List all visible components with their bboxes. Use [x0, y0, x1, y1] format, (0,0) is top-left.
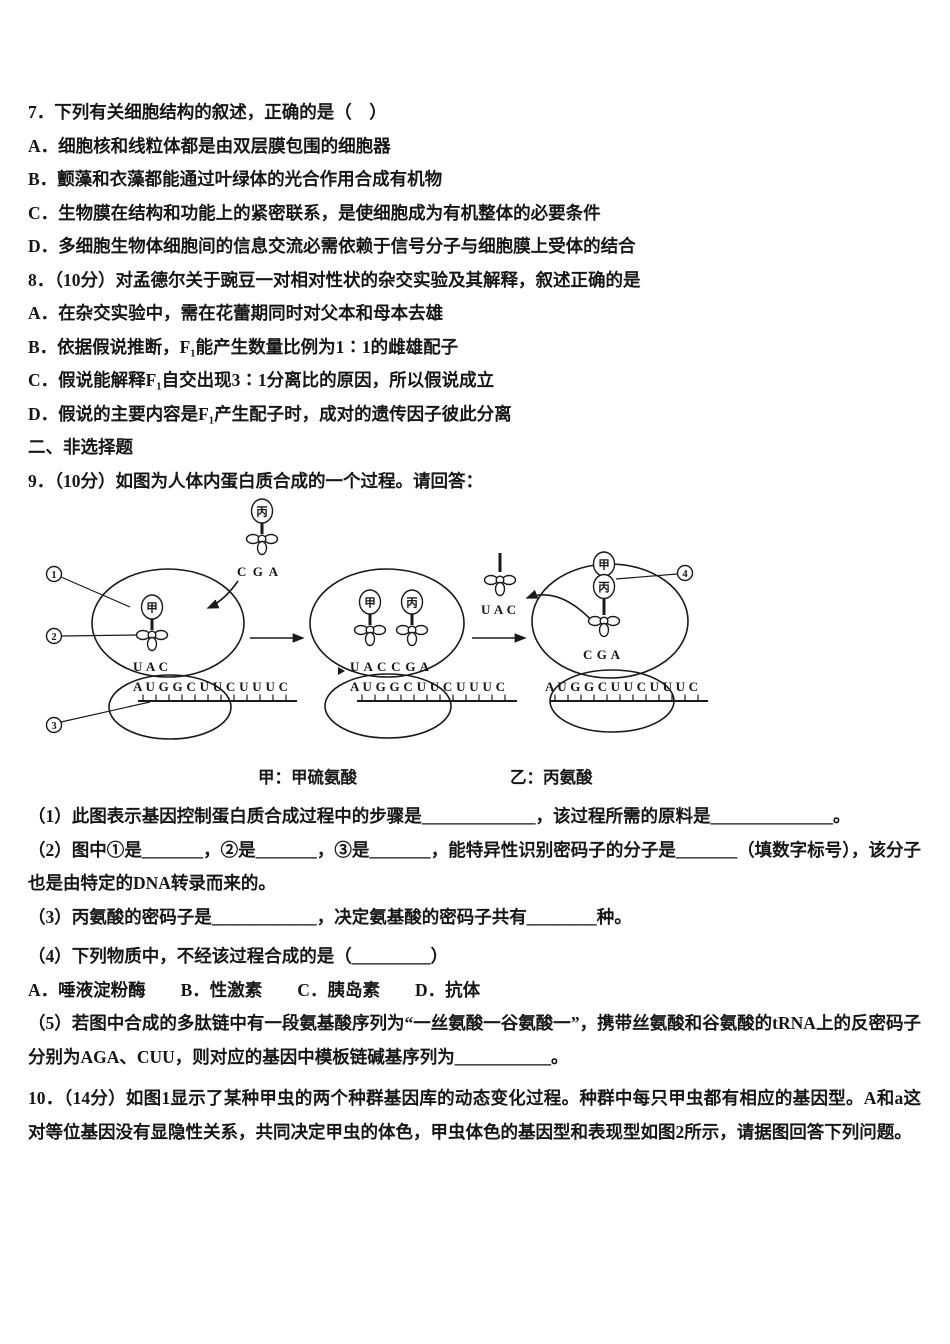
question-9-sub3: （3）丙氨酸的密码子是____________，决定氨基酸的密码子共有_____… [28, 906, 632, 927]
ribosome-small-subunit [108, 674, 232, 740]
question-9-sub2: （2）图中①是_______，②是_______，③是_______，能特异性识… [28, 839, 921, 894]
caption-amino-yi: 乙：丙氨酸 [510, 767, 593, 787]
section-2-title: 二、非选择题 [28, 437, 133, 457]
anticodon-label: C G A [237, 564, 279, 579]
circled-number-icon [45, 565, 63, 583]
question-9-sub1: （1）此图表示基因控制蛋白质合成过程中的步骤是_____________，该过程… [28, 806, 851, 826]
label-1-number: 1 [51, 570, 56, 581]
amino-acid-bing: 丙 [406, 597, 418, 610]
circled-number-icon [676, 564, 694, 582]
question-8-stem: 8．（10分）对孟德尔关于豌豆一对相对性状的杂交实验及其解释，叙述正确的是 [28, 269, 641, 290]
question-8-option-c: C．假说能解释F₁自交出现3∶1分离比的原因，所以假说成立 [28, 370, 495, 390]
ribosome-stage-1: 1 2 3 甲 [45, 498, 297, 740]
circled-number-icon [45, 627, 63, 645]
question-8-option-d: D．假说的主要内容是F₁产生配子时，成对的遗传因子彼此分离 [28, 403, 512, 424]
amino-acid-jia: 甲 [364, 597, 376, 610]
trna-icon: 甲 [135, 594, 169, 652]
question-7-option-d: D．多细胞生物体细胞间的信息交流必需依赖于信号分子与细胞膜上受体的结合 [28, 236, 636, 256]
question-7-option-b: B．颤藻和衣藻都能通过叶绿体的光合作用合成有机物 [28, 169, 443, 189]
entry-arrow-icon [206, 580, 239, 609]
amino-acid-jia: 甲 [146, 602, 158, 615]
amino-acid-circle [140, 594, 164, 620]
caption-amino-jia: 甲：甲硫氨酸 [258, 767, 358, 787]
anticodon-label: U A C C G A [350, 659, 430, 674]
ribosome-stage-2: 甲 丙 U A C C G A A U G G C U U C U U U C [309, 568, 517, 739]
circled-number-icon [45, 716, 63, 734]
amino-acid-bing: 丙 [256, 506, 268, 519]
amino-acid-jia: 甲 [598, 559, 610, 572]
mrna-ticks [554, 694, 699, 701]
exam-text-upper: 7．下列有关细胞结构的叙述，正确的是（ ） A．细胞核和线粒体都是由双层膜包围的… [28, 96, 921, 498]
ribosome-large-subunit [309, 568, 465, 678]
question-9-sub4-options: A．唾液淀粉酶 B．性激素 C．胰岛素 D．抗体 [28, 979, 481, 1000]
question-8-option-a: A．在杂交实验中，需在花蕾期同时对父本和母本去雄 [28, 303, 444, 323]
mrna-sequence: A U G G C U U C U U U C [545, 679, 698, 694]
amino-acid-circle [358, 589, 382, 615]
mrna-sequence: A U G G C U U C U U U C [350, 679, 505, 694]
anticodon-label: U A C [481, 602, 516, 617]
label-2-number: 2 [51, 632, 56, 643]
label-3: 3 [45, 701, 151, 734]
label-1: 1 [45, 565, 131, 608]
question-7-option-c: C．生物膜在结构和功能上的紧密联系，是使细胞成为有机整体的必要条件 [28, 202, 601, 223]
trna-icon: 甲 [353, 589, 387, 647]
released-trna-icon: U A C [481, 553, 517, 617]
label-2: 2 [45, 627, 138, 645]
question-10-stem: 10．（14分）如图1显示了某种甲虫的两个种群基因库的动态变化过程。种群中每只甲… [28, 1088, 921, 1142]
ribosome-large-subunit [91, 568, 245, 678]
trna-dipeptide-icon: 甲 丙 [587, 551, 621, 638]
question-8-option-b: B．依据假说推断，F₁能产生数量比例为1∶1的雌雄配子 [28, 336, 459, 357]
mrna-ticks [361, 694, 506, 701]
question-9-sub4: （4）下列物质中，不经该过程合成的是（_________） [28, 946, 448, 966]
direction-pointer-icon [338, 667, 345, 675]
trna-icon: 丙 [395, 589, 429, 647]
incoming-trna-icon: 丙 [245, 498, 279, 556]
label-4: 4 [615, 564, 694, 582]
mrna-ticks [142, 694, 287, 701]
question-7-option-a: A．细胞核和线粒体都是由双层膜包围的细胞器 [28, 135, 391, 156]
label-4-number: 4 [682, 569, 688, 580]
question-9-stem: 9．（10分）如图为人体内蛋白质合成的一个过程。请回答： [28, 470, 483, 491]
label-3-number: 3 [51, 721, 56, 732]
mrna-sequence: A U G G C U U C U U U C [133, 679, 288, 694]
question-7-stem: 7．下列有关细胞结构的叙述，正确的是（ ） [28, 102, 387, 122]
amino-acid-circle [592, 573, 616, 600]
amino-acid-bing: 丙 [598, 581, 610, 594]
anticodon-label: C G A [583, 647, 621, 662]
ribosome-stage-3: 甲 丙 4 C G A A U G G C U U C U U U C [525, 551, 708, 733]
amino-acid-circle [250, 498, 274, 524]
release-arrow-icon [525, 589, 597, 626]
ribosome-small-subunit [324, 673, 452, 739]
anticodon-label: U A C [133, 659, 168, 674]
exam-text-lower: （1）此图表示基因控制蛋白质合成过程中的步骤是_____________，该过程… [28, 800, 921, 1149]
question-9-sub5: （5）若图中合成的多肽链中有一段氨基酸序列为“一丝氨酸一谷氨酸一”，携带丝氨酸和… [28, 1013, 921, 1067]
amino-acid-circle [400, 589, 424, 615]
protein-synthesis-diagram: 1 2 3 甲 [45, 498, 708, 787]
